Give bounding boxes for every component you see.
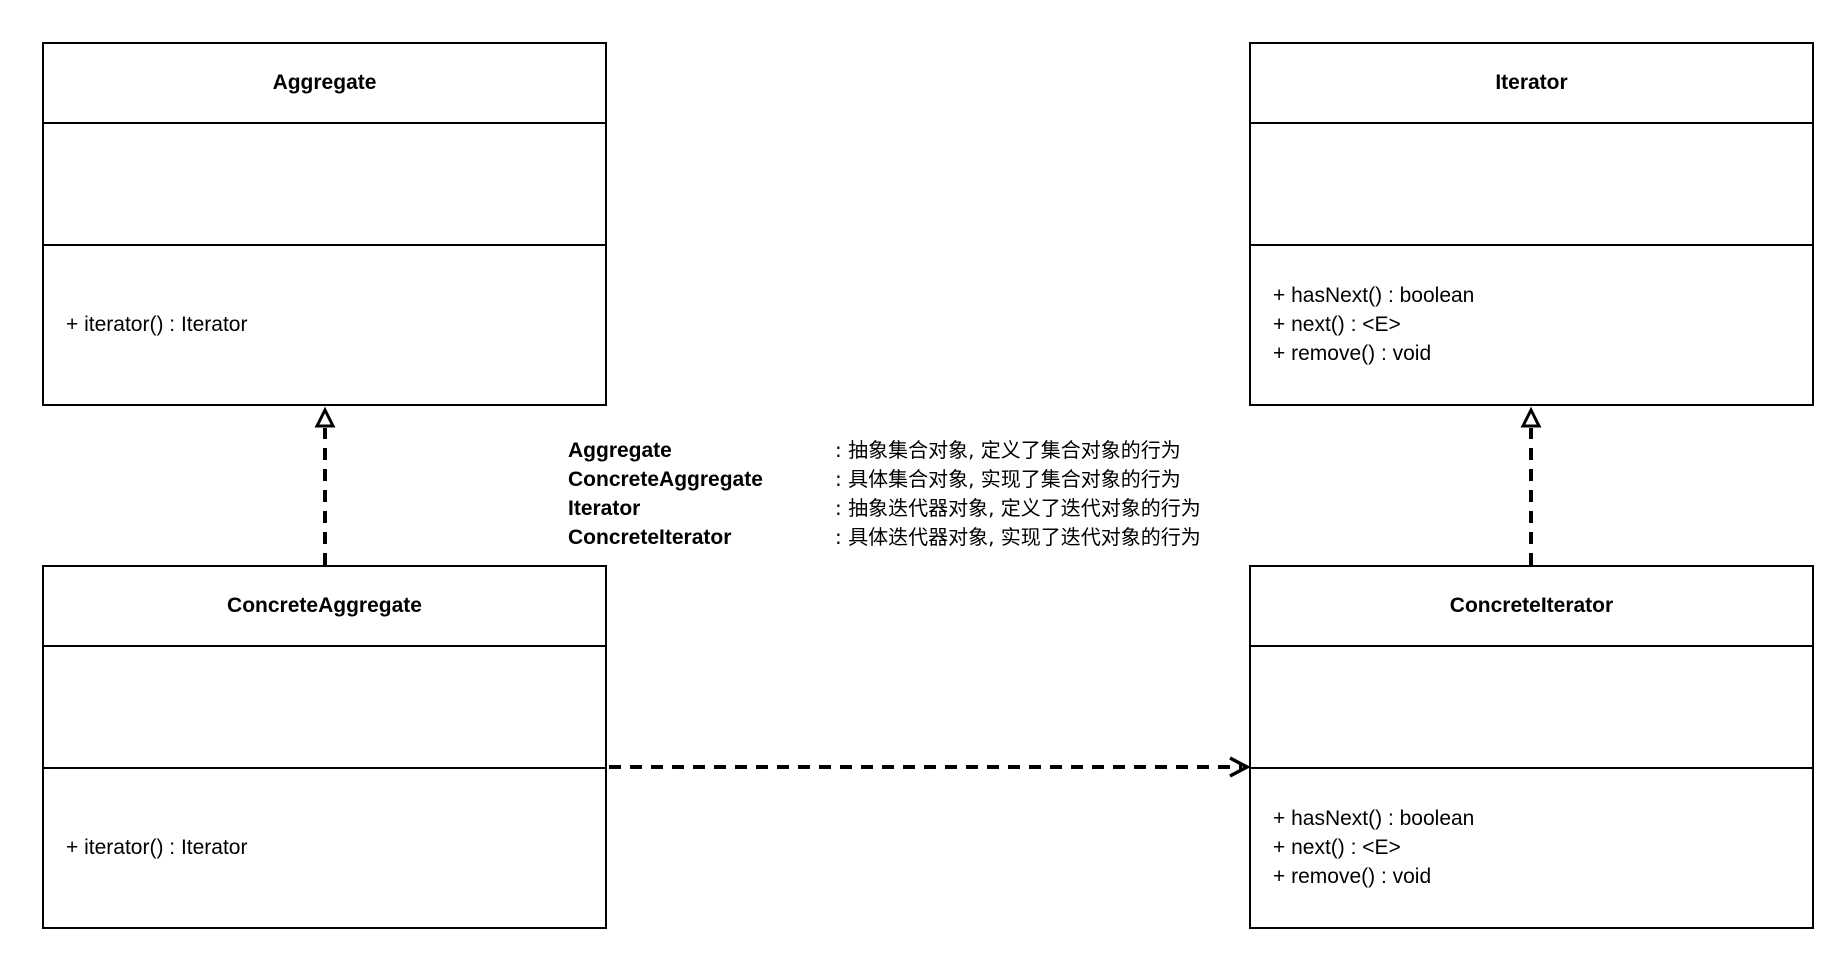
class-methods: + iterator() : Iterator xyxy=(44,246,605,403)
realization-arrowhead-aggregate xyxy=(314,406,336,428)
legend-item: ConcreteIterator : 具体迭代器对象, 实现了迭代对象的行为 xyxy=(568,523,1201,552)
method: + remove() : void xyxy=(1273,865,1432,888)
legend-item: Iterator : 抽象迭代器对象, 定义了迭代对象的行为 xyxy=(568,494,1201,523)
class-name: Aggregate xyxy=(44,44,605,124)
legend-item: Aggregate : 抽象集合对象, 定义了集合对象的行为 xyxy=(568,436,1201,465)
method: + remove() : void xyxy=(1273,342,1432,365)
legend-term: Aggregate xyxy=(568,439,672,462)
legend-description: : 抽象集合对象, 定义了集合对象的行为 xyxy=(835,438,1181,462)
method: + iterator() : Iterator xyxy=(66,313,248,336)
legend-term: ConcreteIterator xyxy=(568,526,732,549)
realization-arrowhead-iterator xyxy=(1520,406,1542,428)
legend-term: ConcreteAggregate xyxy=(568,468,763,491)
class-name: Iterator xyxy=(1251,44,1812,124)
class-aggregate: Aggregate + iterator() : Iterator xyxy=(42,42,607,406)
class-concrete-aggregate: ConcreteAggregate + iterator() : Iterato… xyxy=(42,565,607,929)
legend-item: ConcreteAggregate : 具体集合对象, 实现了集合对象的行为 xyxy=(568,465,1201,494)
legend: Aggregate : 抽象集合对象, 定义了集合对象的行为 ConcreteA… xyxy=(568,436,1201,552)
class-attributes xyxy=(44,124,605,246)
class-attributes xyxy=(44,647,605,769)
method: + next() : <E> xyxy=(1273,836,1401,859)
class-methods: + hasNext() : boolean + next() : <E> + r… xyxy=(1251,246,1812,403)
class-name: ConcreteIterator xyxy=(1251,567,1812,647)
method: + hasNext() : boolean xyxy=(1273,284,1475,307)
legend-description: : 抽象迭代器对象, 定义了迭代对象的行为 xyxy=(835,496,1201,520)
class-iterator: Iterator + hasNext() : boolean + next() … xyxy=(1249,42,1814,406)
class-attributes xyxy=(1251,647,1812,769)
dependency-arrowhead xyxy=(1229,756,1251,778)
class-methods: + hasNext() : boolean + next() : <E> + r… xyxy=(1251,769,1812,926)
legend-term: Iterator xyxy=(568,497,641,520)
legend-description: : 具体迭代器对象, 实现了迭代对象的行为 xyxy=(835,525,1201,549)
class-concrete-iterator: ConcreteIterator + hasNext() : boolean +… xyxy=(1249,565,1814,929)
method: + next() : <E> xyxy=(1273,313,1401,336)
class-attributes xyxy=(1251,124,1812,246)
class-methods: + iterator() : Iterator xyxy=(44,769,605,926)
method: + hasNext() : boolean xyxy=(1273,807,1475,830)
class-name: ConcreteAggregate xyxy=(44,567,605,647)
method: + iterator() : Iterator xyxy=(66,836,248,859)
legend-description: : 具体集合对象, 实现了集合对象的行为 xyxy=(835,467,1181,491)
